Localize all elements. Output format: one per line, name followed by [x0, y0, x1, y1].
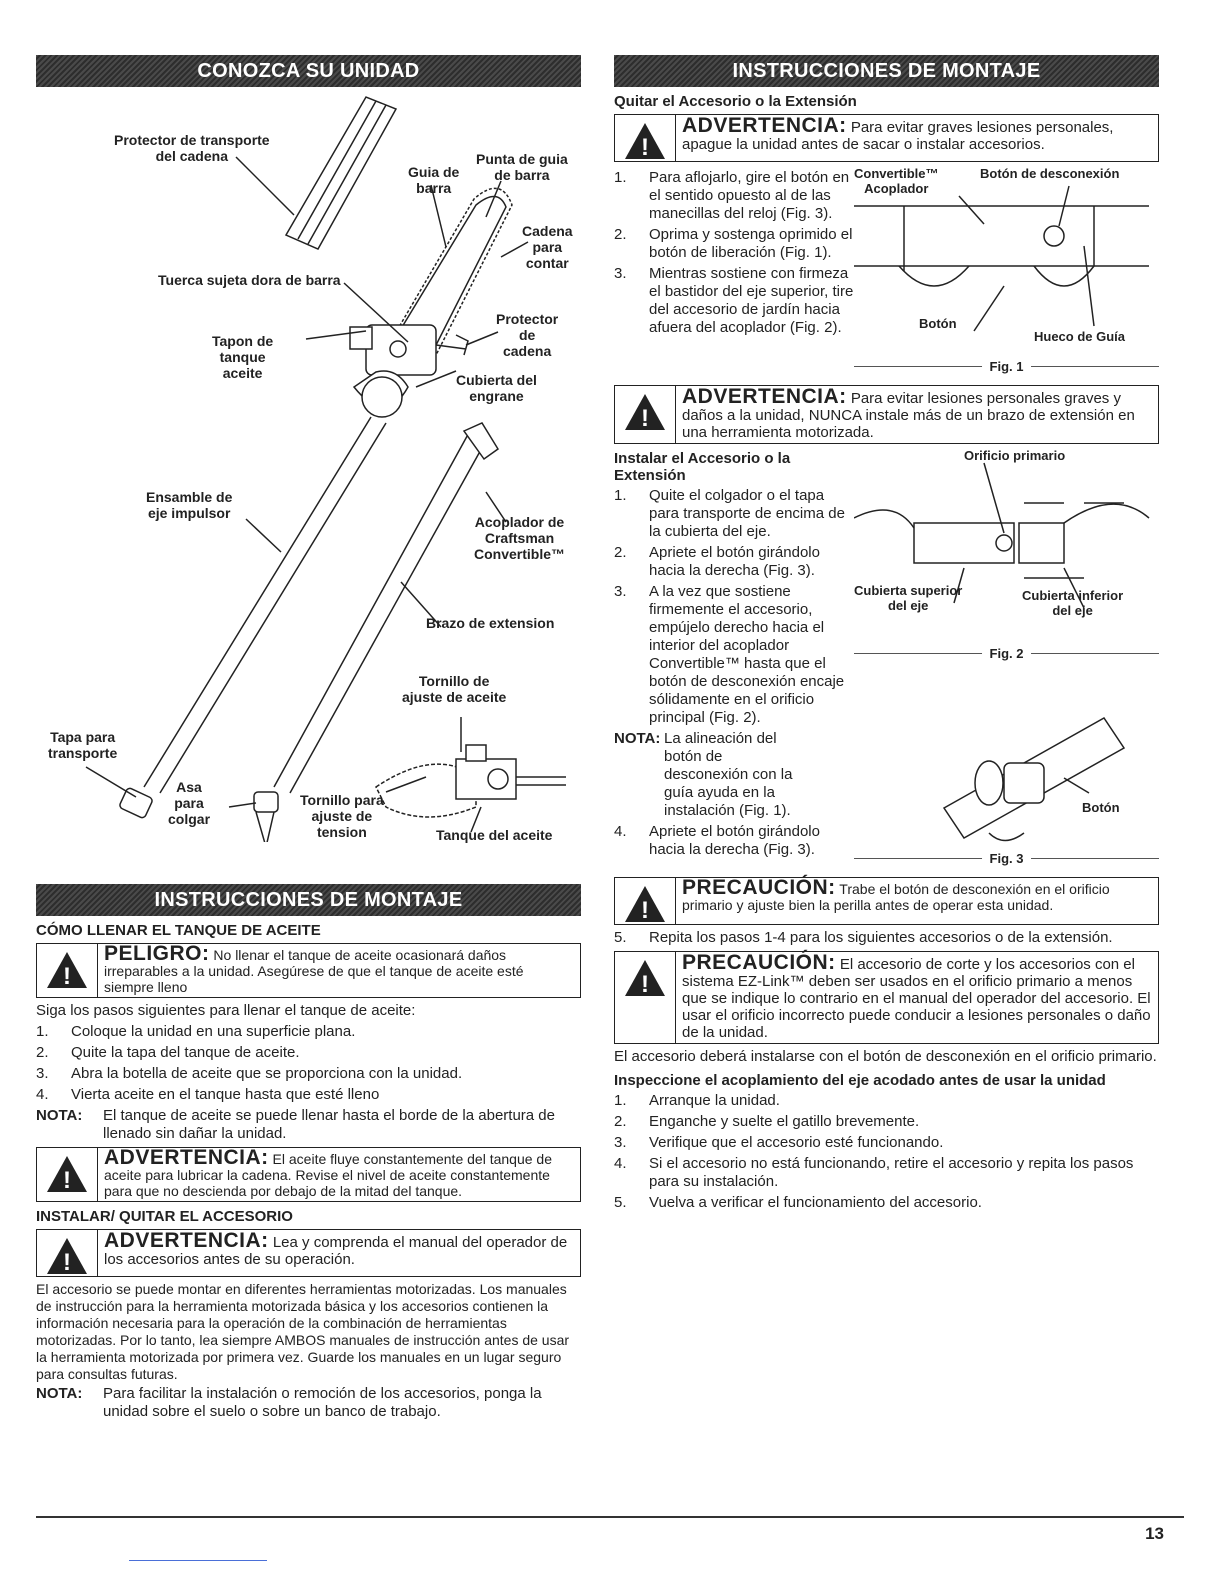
alert-precaucion-ezlink: ! PRECAUCIÓN: El accesorio de corte y lo… [614, 951, 1159, 1044]
blue-rule [129, 1560, 267, 1561]
banner-montaje-left: INSTRUCCIONES DE MONTAJE [36, 884, 581, 916]
list-item: 3.Abra la botella de aceite que se propo… [36, 1065, 463, 1082]
coupler-illustration [854, 185, 1149, 332]
svg-text:!: ! [641, 405, 649, 432]
inspect-steps: 1.Arranque la unidad. 2.Enganche y suelt… [614, 1092, 1159, 1212]
label-ensamble: Ensamble de eje impulsor [146, 489, 233, 521]
quitar-section: 1.Para aflojarlo, gire el botón en el se… [614, 166, 1159, 381]
svg-text:!: ! [63, 1167, 71, 1194]
label-tornillo-tension: Tornillo para ajuste de tension [300, 792, 384, 840]
alert-advertencia-extension: ! ADVERTENCIA: Para evitar lesiones pers… [614, 385, 1159, 444]
list-item: 3.Mientras sostiene con firmeza el basti… [614, 265, 854, 336]
banner-conozca: CONOZCA SU UNIDAD [36, 55, 581, 87]
list-item: 1.Para aflojarlo, gire el botón en el se… [614, 169, 850, 222]
heading-quitar: Quitar el Accesorio o la Extensión [614, 93, 857, 110]
heading-tanque: CÓMO LLENAR EL TANQUE DE ACEITE [36, 922, 321, 939]
svg-text:!: ! [63, 1249, 71, 1276]
nota-alineacion: NOTA:La alineación del botón de desconex… [614, 730, 793, 819]
list-item: 2.Quite la tapa del tanque de aceite. [36, 1044, 300, 1061]
list-item: 1.Arranque la unidad. [614, 1092, 780, 1109]
alert-precaucion-trabe: ! PRECAUCIÓN: Trabe el botón de desconex… [614, 877, 1159, 925]
label-hueco: Hueco de Guía [1034, 329, 1126, 344]
warning-icon: ! [615, 115, 676, 161]
svg-text:!: ! [63, 963, 71, 990]
label-orificio-primario: Orificio primario [964, 448, 1066, 463]
left-column: CONOZCA SU UNIDAD [36, 55, 581, 1423]
label-asa: Asa para colgar [168, 779, 211, 827]
svg-text:!: ! [641, 897, 649, 924]
heading-instalar: Instalar el Accesorio o la Extensión [614, 450, 791, 484]
list-item: 4.Si el accesorio no está funcionando, r… [614, 1155, 1134, 1190]
label-boton: Botón [919, 316, 957, 331]
fig3-caption: Fig. 3 [854, 851, 1159, 867]
alert-advertencia-manual: ! ADVERTENCIA: Lea y comprenda el manual… [36, 1229, 581, 1277]
list-item: 4.Apriete el botón girándolo hacia la de… [614, 823, 820, 858]
alert-peligro: ! PELIGRO: No llenar el tanque de aceite… [36, 943, 581, 998]
intro-text: Siga los pasos siguientes para llenar el… [36, 1002, 416, 1019]
alert-advertencia-aceite: ! ADVERTENCIA: El aceite fluye constante… [36, 1147, 581, 1202]
label-protector-cadena: Protector de cadena [496, 311, 559, 359]
label-boton-fig3: Botón [1082, 800, 1120, 815]
pole-saw-illustration [85, 96, 566, 842]
orificio-paragraph: El accesorio deberá instalarse con el bo… [614, 1048, 1157, 1065]
svg-text:!: ! [641, 971, 649, 998]
list-item: 5.Repita los pasos 1-4 para los siguient… [614, 929, 1113, 946]
warning-icon: ! [615, 386, 676, 443]
label-punta-guia: Punta de guia de barra [476, 151, 568, 183]
instalar-section: Instalar el Accesorio o la Extensión 1.Q… [614, 448, 1159, 873]
label-convertible: Convertible™ Acoplador [854, 166, 939, 196]
figure-1: Convertible™ Acoplador Botón de desconex… [854, 166, 1159, 381]
label-boton-desconexion: Botón de desconexión [980, 166, 1120, 181]
fig1-caption: Fig. 1 [854, 359, 1159, 375]
tank-steps: 1.Coloque la unidad en una superficie pl… [36, 1023, 581, 1104]
warning-icon: ! [37, 944, 98, 997]
label-tapa-transporte: Tapa para transporte [48, 729, 118, 761]
label-cadena: Cadena para contar [522, 223, 573, 271]
label-guia-barra: Guia de barra [408, 164, 460, 196]
list-item: 2.Oprima y sostenga oprimido el botón de… [614, 226, 853, 261]
label-tornillo-aceite: Tornillo de ajuste de aceite [402, 673, 507, 705]
label-brazo-extension: Brazo de extension [426, 615, 555, 631]
footer-rule [36, 1516, 1184, 1518]
nota-tanque: NOTA:El tanque de aceite se puede llenar… [36, 1107, 555, 1142]
label-tapon: Tapon de tanque aceite [212, 333, 274, 381]
list-item: 3.A la vez que sostiene firmemente el ac… [614, 583, 845, 726]
warning-icon: ! [615, 878, 676, 924]
step-5: 5.Repita los pasos 1-4 para los siguient… [614, 929, 1159, 947]
list-item: 4.Vierta aceite en el tanque hasta que e… [36, 1086, 380, 1103]
list-item: 2.Apriete el botón girándolo hacia la de… [614, 544, 820, 579]
warning-icon: ! [37, 1148, 98, 1201]
peligro-text: No llenar el tanque de aceite ocasionará… [104, 947, 524, 995]
unit-diagram: Protector de transporte del cadena Guia … [36, 87, 581, 843]
alert-advertencia-apague: ! ADVERTENCIA: Para evitar graves lesion… [614, 114, 1159, 162]
figures-2-3: Orificio primario Cubierta superior del … [853, 448, 1159, 873]
heading-accesorio: INSTALAR/ QUITAR EL ACCESORIO [36, 1208, 293, 1225]
label-acoplador-craftsman: Acoplador de Craftsman Convertible™ [474, 514, 566, 562]
heading-inspeccione: Inspeccione el acoplamiento del eje acod… [614, 1072, 1106, 1089]
right-column: INSTRUCCIONES DE MONTAJE Quitar el Acces… [614, 55, 1159, 1215]
list-item: 1.Quite el colgador o el tapa para trans… [614, 487, 845, 540]
accesorio-paragraph: El accesorio se puede montar en diferent… [36, 1281, 570, 1382]
label-cubierta-engrane: Cubierta del engrane [456, 372, 537, 404]
page-number: 13 [1145, 1524, 1164, 1543]
list-item: 1.Coloque la unidad en una superficie pl… [36, 1023, 356, 1040]
list-item: 2.Enganche y suelte el gatillo brevement… [614, 1113, 920, 1130]
install-illustration [853, 462, 1150, 842]
label-cubierta-superior: Cubierta superior del eje [854, 583, 963, 613]
label-tuerca: Tuerca sujeta dora de barra [158, 272, 341, 288]
peligro-keyword: PELIGRO: [104, 942, 210, 965]
svg-text:!: ! [641, 134, 649, 161]
banner-montaje-right: INSTRUCCIONES DE MONTAJE [614, 55, 1159, 87]
label-tanque-aceite: Tanque del aceite [436, 827, 553, 843]
list-item: 5.Vuelva a verificar el funcionamiento d… [614, 1194, 982, 1211]
warning-icon: ! [37, 1230, 98, 1276]
label-cubierta-inferior: Cubierta inferior del eje [1022, 588, 1124, 618]
list-item: 3.Verifique que el accesorio esté funcio… [614, 1134, 944, 1151]
fig2-caption: Fig. 2 [854, 646, 1159, 662]
warning-icon: ! [615, 952, 676, 1043]
label-protector-transporte: Protector de transporte del cadena [114, 132, 270, 164]
nota-accesorio: NOTA:Para facilitar la instalación o rem… [36, 1385, 542, 1420]
